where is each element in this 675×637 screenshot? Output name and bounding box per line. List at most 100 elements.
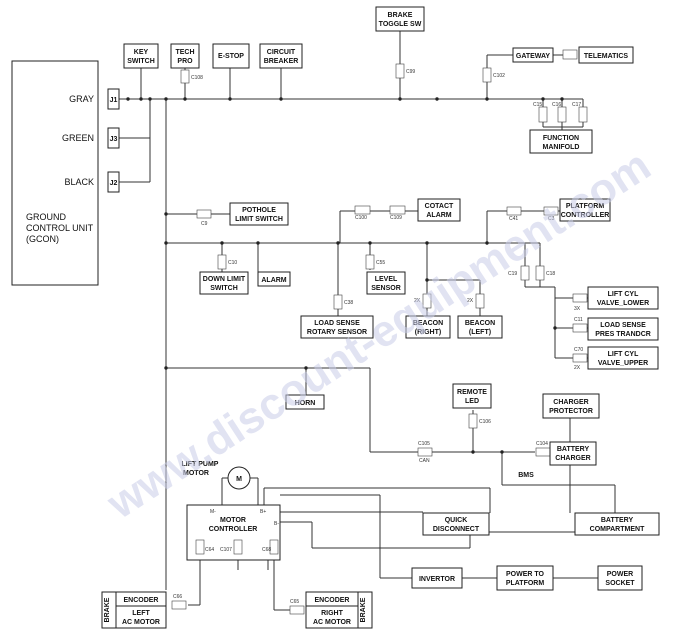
gcon-title-1: GROUND	[26, 212, 66, 222]
charger-protector: CHARGER PROTECTOR	[542, 393, 600, 419]
svg-text:INVERTOR: INVERTOR	[419, 576, 455, 583]
level-sensor: C55 LEVEL SENSOR	[365, 254, 406, 295]
svg-text:ENCODER: ENCODER	[123, 597, 158, 604]
svg-text:ALARM: ALARM	[261, 277, 286, 284]
svg-text:SWITCH: SWITCH	[210, 285, 238, 292]
gateway: GATEWAY	[512, 47, 554, 63]
svg-text:RIGHT: RIGHT	[321, 610, 344, 617]
svg-text:QUICK: QUICK	[445, 517, 468, 524]
lift-cyl-valve-lower: 3X LIFT CYL VALVE_LOWER	[572, 286, 659, 312]
svg-text:BRAKE: BRAKE	[360, 597, 367, 622]
svg-text:HORN: HORN	[295, 400, 316, 407]
watermark: www.discount-equipment.com	[98, 141, 659, 529]
invertor: INVERTOR	[411, 567, 463, 589]
svg-text:C102: C102	[493, 73, 505, 79]
beacon-left: 2X BEACON (LEFT)	[457, 293, 503, 339]
gcon-title-2: CONTROL UNIT	[26, 223, 94, 233]
svg-text:CHARGER: CHARGER	[553, 399, 588, 406]
svg-text:GATEWAY: GATEWAY	[516, 53, 551, 60]
estop: E-STOP	[212, 43, 250, 69]
right-ac-motor: C65 ENCODER RIGHT AC MOTOR BRAKE	[289, 591, 373, 629]
connector-c102: C102	[482, 67, 505, 83]
tech-pro: TECH PRO	[170, 43, 200, 69]
svg-text:AC MOTOR: AC MOTOR	[122, 619, 160, 626]
svg-text:(LEFT): (LEFT)	[469, 329, 491, 336]
svg-text:C106: C106	[479, 419, 491, 425]
svg-text:C3: C3	[548, 216, 555, 222]
svg-text:C64: C64	[205, 547, 214, 553]
svg-text:MOTOR: MOTOR	[220, 517, 246, 524]
svg-text:C66: C66	[173, 594, 182, 600]
jack-j3: J3	[110, 136, 118, 143]
svg-text:B-: B-	[274, 521, 279, 527]
pothole-limit-switch: C9 POTHOLE LIMIT SWITCH	[196, 202, 289, 227]
brake-toggle-switch: BRAKE TOGGLE SW	[375, 6, 425, 32]
quick-disconnect: QUICK DISCONNECT	[422, 512, 490, 536]
svg-text:CONTROLLER: CONTROLLER	[209, 526, 258, 533]
remote-led: REMOTE LED C106	[452, 383, 492, 429]
svg-text:KEY: KEY	[134, 49, 149, 56]
svg-text:C41: C41	[509, 216, 518, 222]
svg-text:LIMIT SWITCH: LIMIT SWITCH	[235, 216, 283, 223]
svg-text:C16: C16	[552, 102, 561, 108]
telematics: TELEMATICS	[562, 46, 634, 64]
power-to-platform: POWER TO PLATFORM	[496, 565, 554, 591]
svg-text:POWER TO: POWER TO	[506, 571, 545, 578]
svg-text:TELEMATICS: TELEMATICS	[584, 53, 629, 60]
svg-text:BEACON: BEACON	[465, 320, 495, 327]
svg-text:BREAKER: BREAKER	[264, 58, 299, 65]
svg-text:C15: C15	[533, 102, 542, 108]
junction-dots	[126, 97, 564, 454]
motor-controller: M- B+ B- MOTOR CONTROLLER C64 C107 C68	[186, 504, 281, 561]
circuit-breaker: CIRCUIT BREAKER	[259, 43, 303, 69]
svg-text:BATTERY: BATTERY	[557, 446, 590, 453]
svg-text:PRES TRANDCR: PRES TRANDCR	[595, 331, 651, 338]
down-limit-switch: C10 DOWN LIMIT SWITCH	[199, 254, 249, 295]
function-manifold: FUNCTION MANIFOLD	[529, 129, 593, 154]
svg-text:PRO: PRO	[177, 58, 193, 65]
lift-connectors: C19 C18	[508, 265, 555, 281]
svg-text:C65: C65	[290, 599, 299, 605]
svg-text:C70: C70	[574, 347, 583, 353]
svg-text:MANIFOLD: MANIFOLD	[543, 144, 580, 151]
svg-text:C100: C100	[355, 215, 367, 221]
svg-text:MOTOR: MOTOR	[183, 470, 209, 477]
svg-text:2X: 2X	[414, 298, 421, 304]
svg-text:VALVE_UPPER: VALVE_UPPER	[598, 360, 648, 367]
lift-pump-motor: LIFT PUMP MOTOR M	[182, 461, 258, 490]
connector-c108-top: C108	[180, 69, 203, 84]
alarm: ALARM	[257, 271, 291, 287]
svg-text:SWITCH: SWITCH	[127, 58, 155, 65]
svg-text:C55: C55	[376, 260, 385, 266]
svg-text:PLATFORM: PLATFORM	[506, 580, 545, 587]
svg-text:CAN: CAN	[419, 458, 430, 464]
svg-text:LEFT: LEFT	[132, 610, 150, 617]
svg-text:SOCKET: SOCKET	[605, 580, 635, 587]
svg-text:BATTERY: BATTERY	[601, 517, 634, 524]
svg-text:POTHOLE: POTHOLE	[242, 207, 276, 214]
horn: HORN	[285, 394, 325, 410]
svg-text:LIFT PUMP: LIFT PUMP	[182, 461, 219, 468]
svg-text:C68: C68	[262, 547, 271, 553]
svg-text:ALARM: ALARM	[426, 212, 451, 219]
svg-text:BRAKE: BRAKE	[104, 597, 111, 622]
svg-text:TOGGLE SW: TOGGLE SW	[379, 21, 422, 28]
svg-text:C19: C19	[508, 271, 517, 277]
ground-control-unit: GROUND CONTROL UNIT (GCON) GRAY J1 GREEN…	[11, 60, 120, 286]
svg-text:C104: C104	[536, 441, 548, 447]
svg-text:2X: 2X	[467, 298, 474, 304]
svg-text:C9: C9	[201, 221, 208, 227]
svg-text:C107: C107	[220, 547, 232, 553]
svg-text:C11: C11	[574, 317, 583, 323]
svg-text:LOAD SENSE: LOAD SENSE	[314, 320, 360, 327]
svg-text:DOWN LIMIT: DOWN LIMIT	[203, 276, 246, 283]
svg-text:FUNCTION: FUNCTION	[543, 135, 579, 142]
svg-text:BEACON: BEACON	[413, 320, 443, 327]
svg-text:C109: C109	[390, 215, 402, 221]
svg-text:TECH: TECH	[175, 49, 194, 56]
load-sense-rotary-sensor: C38 LOAD SENSE ROTARY SENSOR	[300, 294, 374, 339]
jack-j1: J1	[110, 97, 118, 104]
left-ac-motor: BRAKE ENCODER LEFT AC MOTOR C66	[101, 591, 187, 629]
svg-text:DISCONNECT: DISCONNECT	[433, 526, 480, 533]
black-wire-label: BLACK	[64, 177, 94, 187]
